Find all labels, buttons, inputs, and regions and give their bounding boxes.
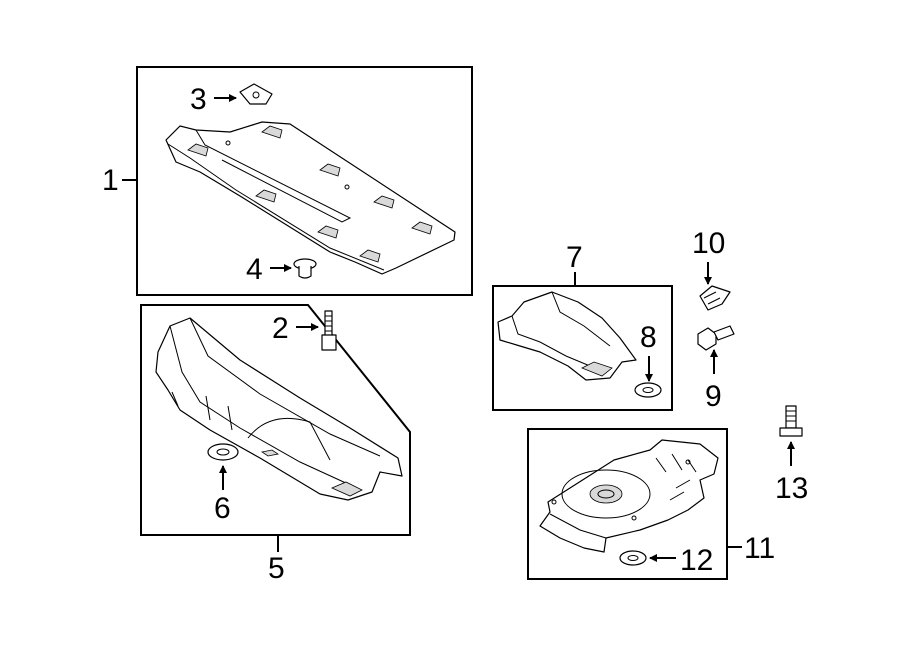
callout-13: 13 [775, 472, 808, 505]
callout-2: 2 [272, 312, 289, 345]
callout-9: 9 [705, 380, 722, 413]
callout-7: 7 [566, 241, 583, 274]
bolt-part-13[interactable] [779, 405, 803, 437]
callout-1: 1 [102, 164, 119, 197]
heat-shield-part-7[interactable] [497, 291, 637, 381]
spare-tire-shield-part-11[interactable] [539, 439, 719, 553]
washer-part-6[interactable] [207, 443, 239, 461]
bolt-part-2[interactable] [321, 310, 337, 351]
part-group-11: 11 12 [527, 428, 775, 580]
washer-part-12[interactable] [619, 550, 647, 566]
callout-10: 10 [692, 227, 725, 260]
callout-3: 3 [190, 83, 207, 116]
part-group-5: 5 2 6 [140, 304, 411, 585]
part-group-7: 7 8 [492, 241, 673, 411]
callout-11: 11 [744, 532, 775, 565]
callout-8: 8 [640, 321, 657, 354]
callout-4: 4 [246, 253, 263, 286]
push-pin-part-4[interactable] [293, 258, 317, 279]
fasteners: 10 9 13 [692, 227, 808, 505]
callout-5: 5 [268, 552, 285, 585]
clip-part-10[interactable] [699, 285, 731, 311]
side-shield-part-5[interactable] [155, 317, 403, 501]
clip-nut-part-3[interactable] [239, 83, 273, 105]
screw-part-9[interactable] [697, 325, 735, 351]
group-5-frame [140, 304, 411, 536]
callout-12: 12 [680, 544, 713, 577]
group-7-frame [492, 285, 673, 411]
washer-part-8[interactable] [634, 382, 662, 398]
group-11-frame [527, 428, 728, 580]
callout-6: 6 [214, 492, 231, 525]
part-group-1: 1 3 4 [102, 66, 473, 296]
under-shield-part-1[interactable] [165, 121, 456, 275]
